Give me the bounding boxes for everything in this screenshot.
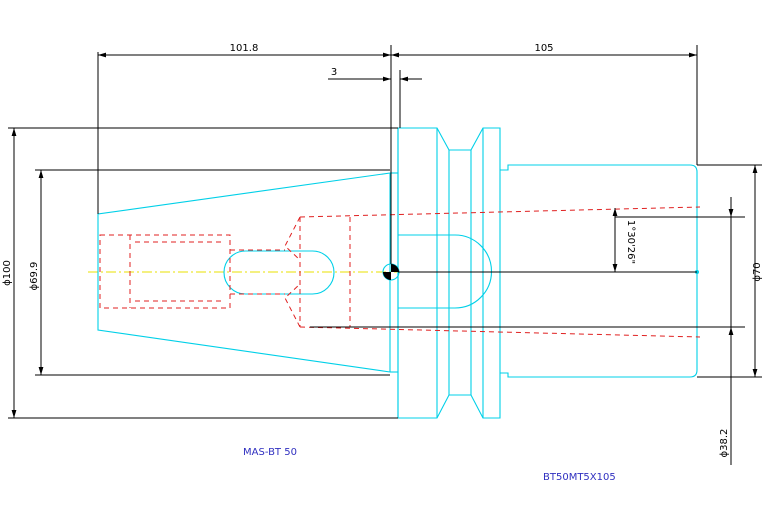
dim-length-left: 101.8 bbox=[230, 43, 259, 54]
dim-diameter-outer: ϕ100 bbox=[2, 260, 13, 286]
diameter-dimensions-left bbox=[8, 127, 398, 419]
dim-length-right: 105 bbox=[534, 43, 553, 54]
part-number-label: BT50MT5X105 bbox=[543, 472, 616, 483]
dim-diameter-bore: ϕ38.2 bbox=[719, 429, 730, 458]
dim-diameter-taper: ϕ69.9 bbox=[29, 262, 40, 291]
dim-offset: 3 bbox=[331, 67, 337, 78]
thread-bore-hidden bbox=[99, 234, 285, 309]
dim-taper-angle: 1°30'26" bbox=[625, 220, 636, 264]
gauge-point bbox=[382, 263, 400, 281]
dim-diameter-shank: ϕ70 bbox=[752, 262, 763, 281]
right-shank-outline bbox=[500, 164, 698, 378]
internal-taper-hidden bbox=[284, 206, 701, 338]
standard-label: MAS-BT 50 bbox=[243, 447, 297, 458]
length-dimensions bbox=[97, 45, 698, 264]
flange-outline bbox=[390, 127, 501, 419]
diameter-dimensions-right bbox=[310, 164, 762, 465]
